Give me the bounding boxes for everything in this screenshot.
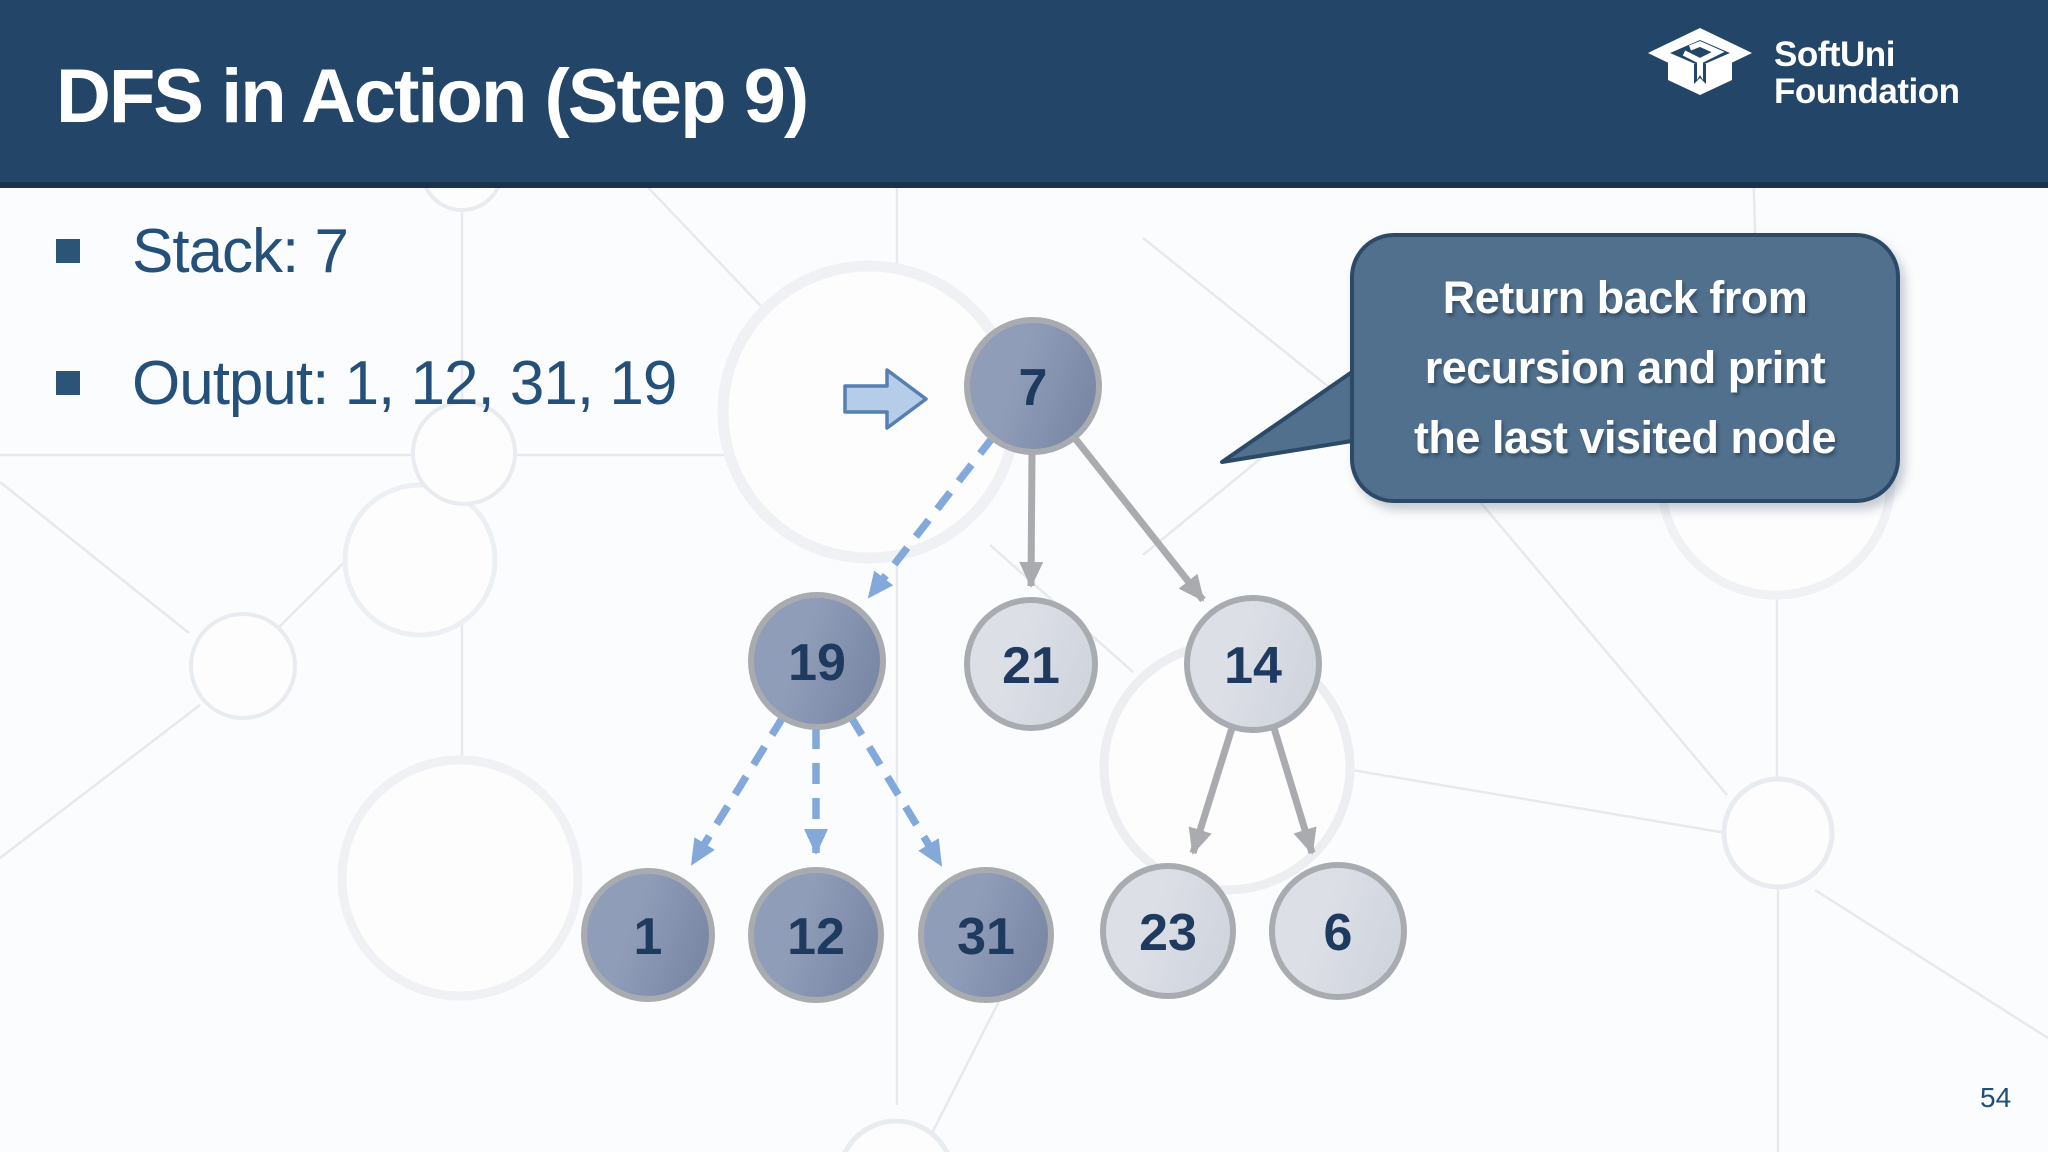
callout-bubble: Return back from recursion and print the… <box>1350 233 1900 503</box>
softuni-logo: SoftUni Foundation <box>1648 24 1960 116</box>
logo-text: SoftUni Foundation <box>1774 36 1960 110</box>
bullet-marker-icon <box>56 371 80 395</box>
page-number: 54 <box>1980 1082 2012 1113</box>
tree-node-label: 19 <box>788 634 846 692</box>
tree-node-14: 14 <box>1184 595 1322 733</box>
tree-node-label: 21 <box>1002 637 1060 695</box>
current-node-pointer-arrow <box>843 368 928 430</box>
tree-node-6: 6 <box>1269 862 1407 1000</box>
edge-14-6 <box>1270 726 1317 855</box>
logo-brand-line2: Foundation <box>1774 72 1960 111</box>
tree-node-label: 14 <box>1224 637 1282 695</box>
edge-7-21 <box>1019 452 1044 588</box>
graduation-cap-icon <box>1648 28 1752 95</box>
logo-brand-line1: SoftUni <box>1774 35 1895 74</box>
tree-node-label: 6 <box>1324 904 1353 962</box>
tree-node-label: 7 <box>1019 359 1048 417</box>
edge-7-14 <box>1071 434 1206 603</box>
edge-7-19-traversed <box>866 434 996 600</box>
bullet-item-output: Output: 1, 12, 31, 19 <box>56 344 677 422</box>
tree-node-19: 19 <box>748 592 886 730</box>
tree-node-7: 7 <box>964 317 1102 455</box>
bullet-label: Stack: 7 <box>132 216 349 286</box>
tree-node-21: 21 <box>964 597 1098 731</box>
tree-node-label: 31 <box>957 908 1015 966</box>
edge-19-1-traversed <box>688 715 787 866</box>
tree-node-1: 1 <box>581 868 715 1002</box>
callout-line: recursion and print <box>1424 342 1826 393</box>
bullet-marker-icon <box>56 239 80 263</box>
edge-14-23 <box>1188 726 1236 855</box>
callout-tail <box>1220 370 1354 464</box>
tree-node-31: 31 <box>918 867 1054 1003</box>
tree-node-label: 23 <box>1139 904 1197 962</box>
header-bar: DFS in Action (Step 9) SoftUni Foundatio… <box>0 0 2048 188</box>
callout-line: the last visited node <box>1413 412 1837 463</box>
tree-nodes: 7 19 21 14 1 12 <box>581 317 1407 1003</box>
bullet-item-stack: Stack: 7 <box>56 212 349 290</box>
callout-line: Return back from <box>1442 272 1808 323</box>
tree-edges <box>688 434 1317 867</box>
tree-node-23: 23 <box>1100 863 1236 999</box>
tree-node-12: 12 <box>748 867 884 1003</box>
tree-node-label: 1 <box>634 908 663 966</box>
slide-title: DFS in Action (Step 9) <box>56 53 809 139</box>
tree-node-label: 12 <box>787 908 845 966</box>
edge-19-31-traversed <box>847 715 945 867</box>
bullet-label: Output: 1, 12, 31, 19 <box>132 348 677 418</box>
